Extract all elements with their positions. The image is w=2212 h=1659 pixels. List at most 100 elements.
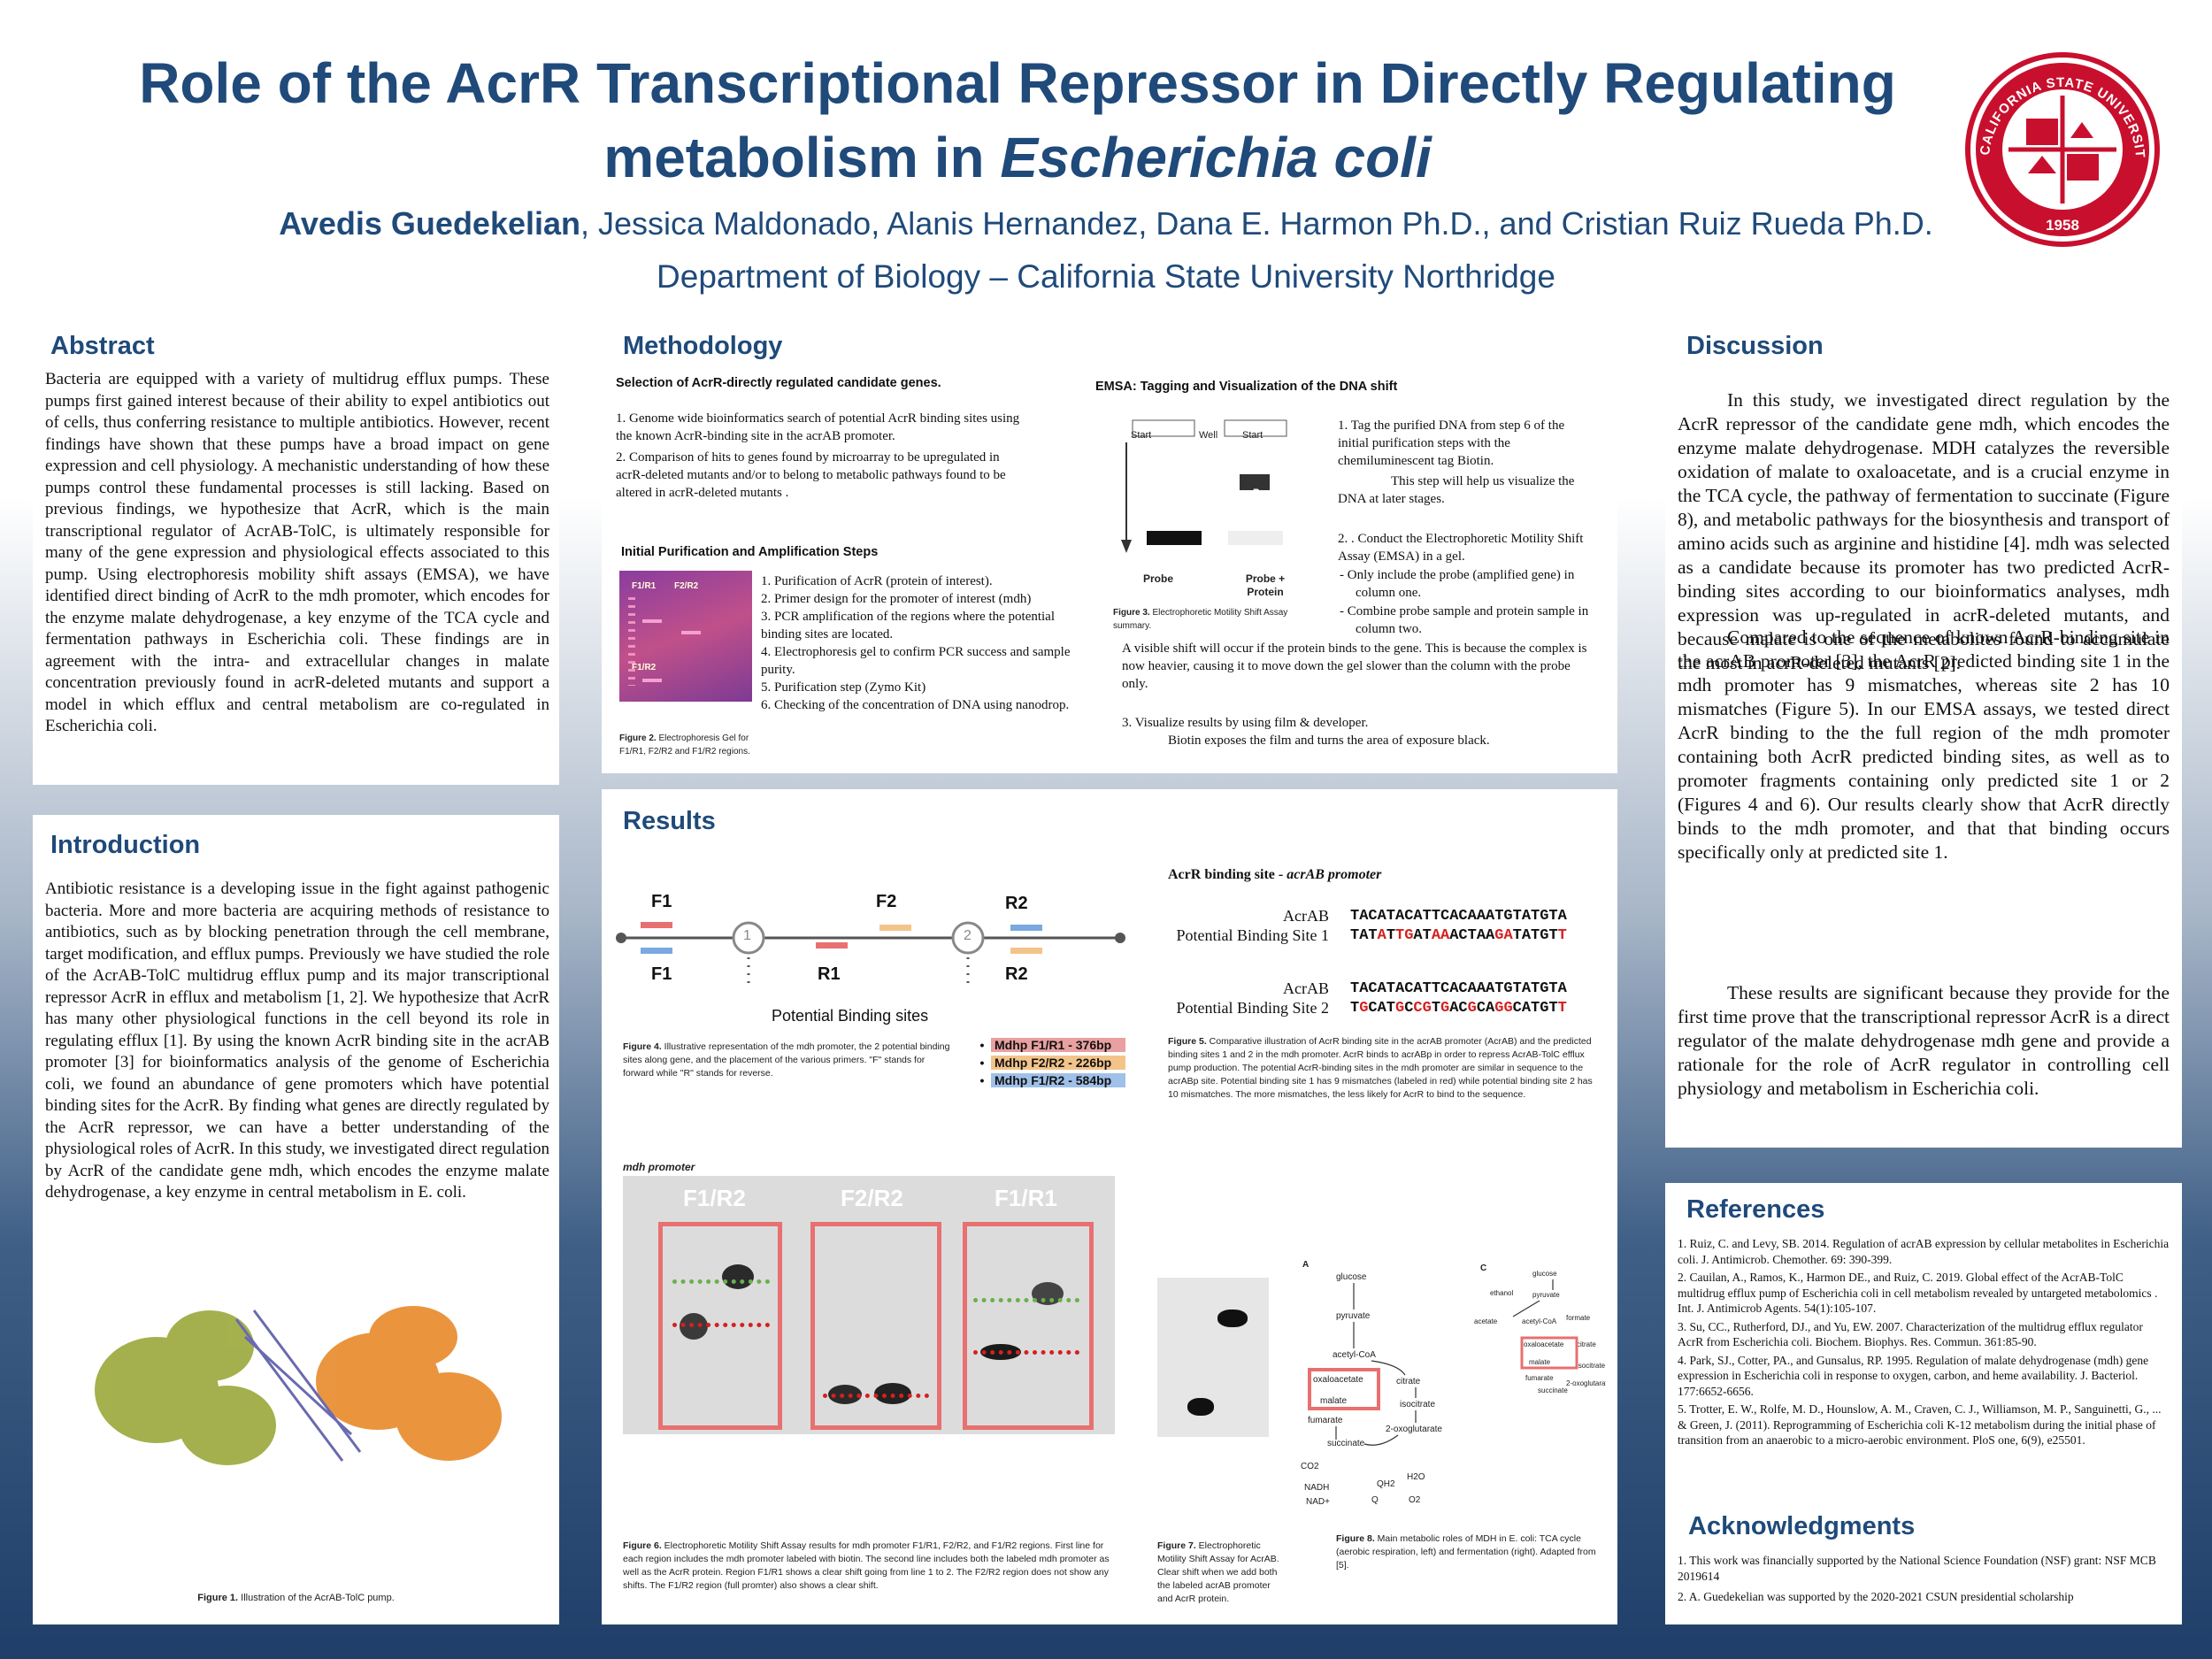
svg-text:O2: O2 xyxy=(1409,1495,1421,1505)
svg-text:H2O: H2O xyxy=(1407,1472,1425,1482)
emsa-start-label-1: Start xyxy=(1131,430,1152,441)
emsa-step-2: 2. . Conduct the Electrophoretic Motilit… xyxy=(1338,532,1584,564)
blot-region-f1r1 xyxy=(963,1222,1094,1430)
methodology-panel: Methodology Selection of AcrR-directly r… xyxy=(602,325,1617,773)
seq-block-2: TACATACATTCACAAATGTATGTA TGCATGCCGTGACGC… xyxy=(1350,979,1567,1018)
svg-text:NADH: NADH xyxy=(1304,1483,1329,1493)
svg-text:NAD+: NAD+ xyxy=(1306,1497,1330,1506)
svg-text:isocitrate: isocitrate xyxy=(1400,1400,1435,1409)
svg-text:isocitrate: isocitrate xyxy=(1577,1362,1606,1370)
emsa-step-2b: - Combine probe sample and protein sampl… xyxy=(1340,604,1589,636)
map-primer-f1-bottom: F1 xyxy=(651,964,672,984)
svg-text:pyruvate: pyruvate xyxy=(1336,1311,1371,1321)
abstract-heading: Abstract xyxy=(50,332,155,360)
emsa-step-3b: Biotin exposes the film and turns the ar… xyxy=(1168,733,1490,748)
references-list: 1. Ruiz, C. and Levy, SB. 2014. Regulati… xyxy=(1678,1236,2170,1448)
figure-4-caption: Figure 4. Illustrative representation of… xyxy=(623,1041,950,1079)
svg-text:CO2: CO2 xyxy=(1301,1462,1319,1471)
legend-item: •Mdhp F1/R2 - 584bp xyxy=(973,1071,1125,1089)
svg-text:malate: malate xyxy=(1320,1396,1347,1406)
svg-text:oxaloacetate: oxaloacetate xyxy=(1313,1375,1363,1385)
discussion-p2: Compared to the sequence of known AcrR-b… xyxy=(1678,626,2170,863)
department: Department of Biology – California State… xyxy=(657,258,1555,295)
seq-acrab-1: TACATACATTCACAAATGTATGTA xyxy=(1350,908,1567,925)
purification-heading: Initial Purification and Amplification S… xyxy=(621,545,879,559)
emsa-step-1: 1. Tag the purified DNA from step 6 of t… xyxy=(1338,419,1565,468)
map-primer-r1: R1 xyxy=(818,964,841,984)
svg-text:fumarate: fumarate xyxy=(1308,1416,1343,1425)
figure-7-caption: Figure 7. Electrophoretic Motility Shift… xyxy=(1157,1540,1279,1604)
svg-text:QH2: QH2 xyxy=(1377,1479,1395,1489)
title-line-1: Role of the AcrR Transcriptional Repress… xyxy=(139,51,1896,115)
selection-step-1: 1. Genome wide bioinformatics search of … xyxy=(616,411,1020,443)
seq-acrab-2: TACATACATTCACAAATGTATGTA xyxy=(1350,980,1567,997)
discussion-heading: Discussion xyxy=(1686,332,1824,360)
svg-text:formate: formate xyxy=(1566,1314,1591,1322)
acknowledgments-list: 1. This work was financially supported b… xyxy=(1678,1553,2170,1605)
figure-5-caption: Figure 5. Comparative illustration of Ac… xyxy=(1168,1036,1593,1100)
figure-6-caption: Figure 6. Electrophoretic Motility Shift… xyxy=(623,1540,1110,1591)
emsa-diagram xyxy=(1121,419,1287,553)
map-primer-f2: F2 xyxy=(876,892,897,911)
svg-text:malate: malate xyxy=(1529,1358,1551,1366)
map-primer-f1-top: F1 xyxy=(651,892,672,911)
seq-site-2: TGCATGCCGTGACGCAGGCATGTT xyxy=(1350,1000,1567,1017)
introduction-panel: Introduction Antibiotic resistance is a … xyxy=(33,815,559,1624)
figure-2-caption: Figure 2. Electrophoresis Gel for F1/R1,… xyxy=(619,733,750,757)
legend-item: •Mdhp F1/R1 - 376bp xyxy=(973,1036,1125,1054)
acknowledgments-heading: Acknowledgments xyxy=(1688,1512,1916,1540)
emsa-step-2a: - Only include the probe (amplified gene… xyxy=(1340,568,1575,600)
emsa-probe-label: Probe xyxy=(1143,572,1174,585)
emsa-blot-image: F1/R2 F2/R2 F1/R1 xyxy=(623,1176,1115,1434)
seq-labels-block-1: AcrAB Potential Binding Site 1 xyxy=(1176,907,1329,944)
introduction-text: Antibiotic resistance is a developing is… xyxy=(45,879,549,1202)
electrophoresis-gel-image: F1/R1 F2/R2 F1/R2 xyxy=(619,571,752,702)
mdh-promoter-map xyxy=(616,921,1125,988)
map-site-2: 2 xyxy=(964,928,972,943)
selection-heading: Selection of AcrR-directly regulated can… xyxy=(616,376,941,390)
reference-item: 5. Trotter, E. W., Rolfe, M. D., Hounslo… xyxy=(1678,1402,2162,1447)
acknowledgment-item: 1. This work was financially supported b… xyxy=(1678,1554,2156,1583)
svg-text:2-oxoglutarate: 2-oxoglutarate xyxy=(1566,1379,1606,1387)
results-panel: Results F1 F2 R2 F1 R1 R2 1 2 Potential … xyxy=(602,789,1617,1624)
emsa-probe-protein-label: Probe + Protein xyxy=(1245,572,1286,598)
seq-block-1: TACATACATTCACAAATGTATGTA TATATTGATAAACTA… xyxy=(1350,907,1567,946)
seq-heading: AcrR binding site - acrAB promoter xyxy=(1168,867,1382,882)
svg-text:glucose: glucose xyxy=(1336,1272,1367,1282)
emsa-well-label: Well xyxy=(1199,430,1218,441)
legend-item: •Mdhp F2/R2 - 226bp xyxy=(973,1054,1125,1071)
svg-text:fumarate: fumarate xyxy=(1525,1374,1554,1382)
primer-legend: •Mdhp F1/R1 - 376bp •Mdhp F2/R2 - 226bp … xyxy=(973,1036,1125,1089)
discussion-p1: In this study, we investigated direct re… xyxy=(1678,389,2170,673)
purification-steps: 1. Purification of AcrR (protein of inte… xyxy=(761,574,1071,712)
emsa-heading: EMSA: Tagging and Visualization of the D… xyxy=(1095,380,1398,394)
svg-text:succinate: succinate xyxy=(1327,1439,1365,1448)
emsa-protein-p: P xyxy=(1253,488,1260,499)
map-primer-r2-top: R2 xyxy=(1005,894,1028,913)
methodology-heading: Methodology xyxy=(623,332,783,360)
svg-text:ethanol: ethanol xyxy=(1490,1289,1513,1297)
discussion-p3: These results are significant because th… xyxy=(1678,982,2170,1099)
svg-text:succinate: succinate xyxy=(1538,1386,1568,1394)
emsa-step-1b: This step will help us visualize the DNA… xyxy=(1338,474,1575,506)
title-line-2: metabolism in Escherichia coli xyxy=(603,126,1432,189)
reference-item: 1. Ruiz, C. and Levy, SB. 2014. Regulati… xyxy=(1678,1237,2170,1266)
seq-site-1: TATATTGATAAACTAAGATATGTT xyxy=(1350,927,1567,944)
results-heading: Results xyxy=(623,807,716,835)
svg-text:2-oxoglutarate: 2-oxoglutarate xyxy=(1386,1425,1442,1434)
abstract-text: Bacteria are equipped with a variety of … xyxy=(45,370,549,735)
emsa-start-label-2: Start xyxy=(1242,430,1263,441)
svg-text:citrate: citrate xyxy=(1396,1377,1421,1386)
svg-text:acetyl-CoA: acetyl-CoA xyxy=(1522,1317,1557,1325)
emsa-shift-note: A visible shift will occur if the protei… xyxy=(1122,641,1587,691)
reference-item: 2. Cauilan, A., Ramos, K., Harmon DE., a… xyxy=(1678,1271,2158,1315)
figure-8-caption: Figure 8. Main metabolic roles of MDH in… xyxy=(1336,1533,1596,1571)
csun-seal-logo: CALIFORNIA STATE UNIVERSITY NORTHRIDGE 1… xyxy=(1962,50,2160,247)
blot-region-f2r2 xyxy=(810,1222,941,1430)
seq-labels-block-2: AcrAB Potential Binding Site 2 xyxy=(1176,979,1329,1017)
svg-text:1958: 1958 xyxy=(2046,217,2079,234)
map-site-1: 1 xyxy=(743,928,751,943)
abstract-panel: Abstract Bacteria are equipped with a va… xyxy=(33,325,559,785)
acrab-blot-image xyxy=(1157,1278,1269,1437)
svg-text:oxaloacetate: oxaloacetate xyxy=(1524,1340,1564,1348)
